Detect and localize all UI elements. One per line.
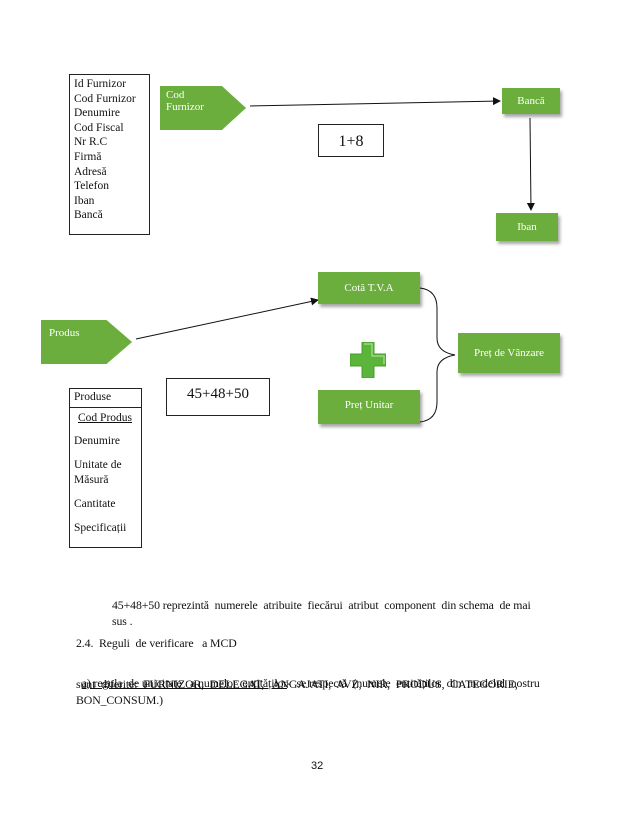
attr-denumire-produs: Denumire — [74, 435, 120, 447]
produse-title-row: Produse — [70, 389, 141, 408]
pret-vanzare-label: Preț de Vânzare — [473, 347, 545, 359]
note-line-2: sus . — [112, 614, 133, 628]
note-line-1: 45+48+50 reprezintă numerele atribuite f… — [112, 598, 531, 612]
pret-unitar-box: Preț Unitar — [318, 390, 420, 424]
attr-unitate-de: Unitate de — [74, 459, 122, 471]
cardinality-bottom-box: 45+48+50 — [166, 378, 270, 416]
attr-cod-fiscal: Cod Fiscal — [74, 121, 124, 134]
rule-line-2: sunt diferite: FURNIZOR, DELEGAT, ANGAJA… — [76, 677, 518, 691]
rule-link[interactable]: a) regula de unicitate a numelor entităț… — [81, 676, 287, 690]
plus-icon — [350, 342, 386, 378]
pret-vanzare-box: Preț de Vânzare — [458, 333, 560, 373]
iban-label: Iban — [517, 221, 537, 233]
page-number: 32 — [311, 760, 324, 772]
produse-title: Produse — [74, 391, 112, 403]
cod-furnizor-line1: Cod — [166, 89, 185, 101]
attr-firma: Firmă — [74, 150, 102, 163]
cod-furnizor-line2: Furnizor — [166, 101, 204, 113]
rule-line-3: BON_CONSUM.) — [76, 693, 163, 707]
attr-adresa: Adresă — [74, 165, 107, 178]
produse-attributes: Cod Produs Denumire Unitate de Măsură Ca… — [70, 408, 141, 539]
cardinality-top-box: 1+8 — [318, 124, 384, 157]
rule-rest: - se respectă (numele entităților din mo… — [286, 676, 540, 690]
arrow-banca-to-iban — [526, 117, 535, 211]
produse-box: Produse Cod Produs Denumire Unitate de M… — [69, 388, 142, 548]
cota-tva-label: Cotă T.V.A — [344, 282, 394, 294]
produs-shape-label: Produs — [49, 327, 80, 339]
arrow-produs-to-cota — [135, 297, 319, 340]
brace-curve — [419, 287, 456, 423]
attr-id-furnizor: Id Furnizor — [74, 78, 127, 90]
cardinality-bottom: 45+48+50 — [187, 386, 249, 402]
attr-banca: Bancă — [74, 209, 103, 222]
banca-box: Bancă — [502, 88, 560, 114]
pret-unitar-label: Preț Unitar — [344, 399, 394, 411]
banca-label: Bancă — [517, 95, 545, 107]
arrow-cod-furnizor-to-banca — [249, 97, 501, 107]
attr-nr-rc: Nr R.C — [74, 136, 108, 149]
attr-iban: Iban — [74, 194, 95, 207]
furnizor-attributes-box: Id Furnizor Cod Furnizor Denumire Cod Fi… — [69, 74, 150, 235]
cota-tva-box: Cotă T.V.A — [318, 272, 420, 304]
attr-specificatii: Specificații — [74, 522, 127, 534]
attr-telefon: Telefon — [74, 180, 109, 193]
cardinality-top: 1+8 — [338, 133, 364, 150]
attr-cod-furnizor: Cod Furnizor — [74, 92, 136, 105]
attr-masura: Măsură — [74, 474, 109, 486]
attr-denumire: Denumire — [74, 107, 120, 120]
attr-cod-produs: Cod Produs — [78, 412, 132, 424]
iban-box: Iban — [496, 213, 558, 241]
section-heading: 2.4. Reguli de verificare a MCD — [76, 636, 237, 650]
rule-line-1: a) regula de unicitate a numelor entităț… — [76, 659, 540, 691]
attr-cantitate: Cantitate — [74, 498, 116, 510]
